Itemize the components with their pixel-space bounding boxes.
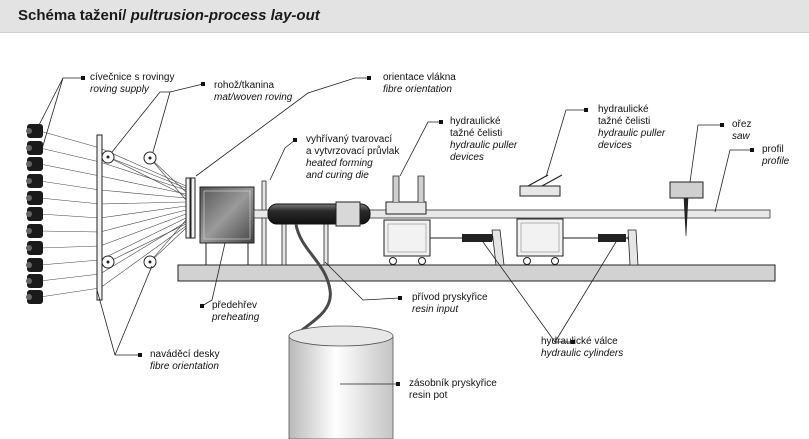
bobbin-icon — [26, 241, 43, 255]
label-fibre-orientation: orientace vlákna fibre orientation — [383, 72, 456, 96]
die-clamp — [335, 201, 361, 227]
puller-2 — [516, 174, 564, 265]
label-mat-en: mat/woven roving — [214, 92, 293, 103]
label-resin-input-cz: přívod pryskyřice — [412, 292, 488, 303]
bobbin-icon — [26, 141, 43, 155]
label-puller1-cz2: tažné čelisti — [450, 128, 503, 139]
label-resin-pot-cz: zásobník pryskyřice — [409, 378, 497, 389]
label-saw: ořez saw — [732, 119, 751, 143]
label-resin-pot: zásobník pryskyřice resin pot — [409, 378, 497, 402]
hydraulic-cylinder-1 — [430, 229, 505, 266]
saw-unit — [669, 181, 704, 237]
preheater-box — [199, 186, 255, 244]
label-roving-supply: cívečnice s rovingy roving supply — [90, 72, 174, 96]
label-resin-pot-en: resin pot — [409, 390, 448, 401]
label-guides-en: fibre orientation — [150, 361, 219, 372]
title-bar: Schéma tažení/ pultrusion-process lay-ou… — [0, 0, 809, 33]
label-puller2-cz2: tažné čelisti — [598, 116, 651, 127]
label-die-en1: heated forming — [306, 158, 373, 169]
leader-lines — [37, 77, 752, 385]
label-hydraulic-cylinders: hydraulické válce hydraulic cylinders — [541, 336, 623, 360]
bobbin-icon — [26, 124, 43, 138]
label-preheat-en: preheating — [212, 312, 260, 323]
hydraulic-cylinder-2 — [563, 229, 639, 266]
label-puller-2: hydraulické tažné čelisti hydraulic pull… — [598, 104, 665, 152]
label-orientation-cz: orientace vlákna — [383, 72, 456, 83]
label-guides-cz: naváděcí desky — [150, 349, 220, 360]
bobbin-icon — [26, 258, 43, 272]
title-cz: Schéma tažení/ — [18, 7, 127, 24]
roving-bobbins — [26, 124, 43, 304]
label-puller1-en2: devices — [450, 152, 484, 163]
label-puller2-en2: devices — [598, 140, 632, 151]
label-profile-cz: profil — [762, 144, 784, 155]
support-post — [281, 223, 287, 266]
label-profile-en: profile — [762, 156, 790, 167]
label-cylinders-en: hydraulic cylinders — [541, 348, 624, 359]
label-orientation-en: fibre orientation — [383, 84, 452, 95]
label-mat-woven: rohož/tkanina mat/woven roving — [214, 80, 292, 104]
label-resin-input-en: resin input — [412, 304, 459, 315]
bobbin-icon — [26, 157, 43, 171]
bobbin-icon — [26, 191, 43, 205]
label-puller2-en1: hydraulic puller — [598, 128, 666, 139]
mat-roll-icon — [143, 255, 157, 269]
label-preheating: předehřev preheating — [212, 300, 259, 324]
guide-plate-1 — [96, 134, 103, 301]
label-preheat-cz: předehřev — [212, 300, 258, 311]
bobbin-icon — [26, 207, 43, 221]
puller-1 — [383, 175, 431, 265]
support-post — [323, 223, 329, 266]
support-post — [261, 180, 267, 266]
label-mat-cz: rohož/tkanina — [214, 80, 275, 91]
label-puller1-en1: hydraulic puller — [450, 140, 518, 151]
label-die-cz2: a vytvrzovací průvlak — [306, 146, 400, 157]
resin-hose — [294, 223, 332, 332]
label-heated-die: vyhřívaný tvarovací a vytvrzovací průvla… — [306, 134, 399, 182]
bobbin-icon — [26, 274, 43, 288]
diagram-title: Schéma tažení/ pultrusion-process lay-ou… — [18, 7, 320, 24]
bobbin-icon — [26, 224, 43, 238]
mat-roll-icon — [101, 150, 115, 164]
mat-roll-icon — [143, 151, 157, 165]
label-profile: profil profile — [762, 144, 789, 168]
resin-pot — [288, 325, 394, 439]
mat-roll-icon — [101, 255, 115, 269]
title-en: pultrusion-process lay-out — [130, 7, 320, 24]
label-puller2-cz1: hydraulické — [598, 104, 649, 115]
guide-plate-2 — [185, 177, 191, 239]
label-puller-1: hydraulické tažné čelisti hydraulic pull… — [450, 116, 517, 164]
profile-bar — [253, 209, 771, 219]
label-roving-en: roving supply — [90, 84, 149, 95]
base-table — [177, 264, 776, 282]
label-cylinders-cz: hydraulické válce — [541, 336, 618, 347]
label-saw-cz: ořez — [732, 119, 752, 130]
label-die-en2: and curing die — [306, 170, 369, 181]
bobbin-icon — [26, 174, 43, 188]
label-roving-cz: cívečnice s rovingy — [90, 72, 175, 83]
label-saw-en: saw — [732, 131, 750, 142]
leader-endpoints — [81, 76, 754, 386]
guide-plate-3 — [190, 177, 196, 239]
fibre-lines — [39, 130, 187, 298]
bobbin-icon — [26, 290, 43, 304]
label-die-cz1: vyhřívaný tvarovací — [306, 134, 393, 145]
label-puller1-cz1: hydraulické — [450, 116, 501, 127]
label-guide-plates: naváděcí desky fibre orientation — [150, 349, 220, 373]
label-resin-input: přívod pryskyřice resin input — [412, 292, 488, 316]
